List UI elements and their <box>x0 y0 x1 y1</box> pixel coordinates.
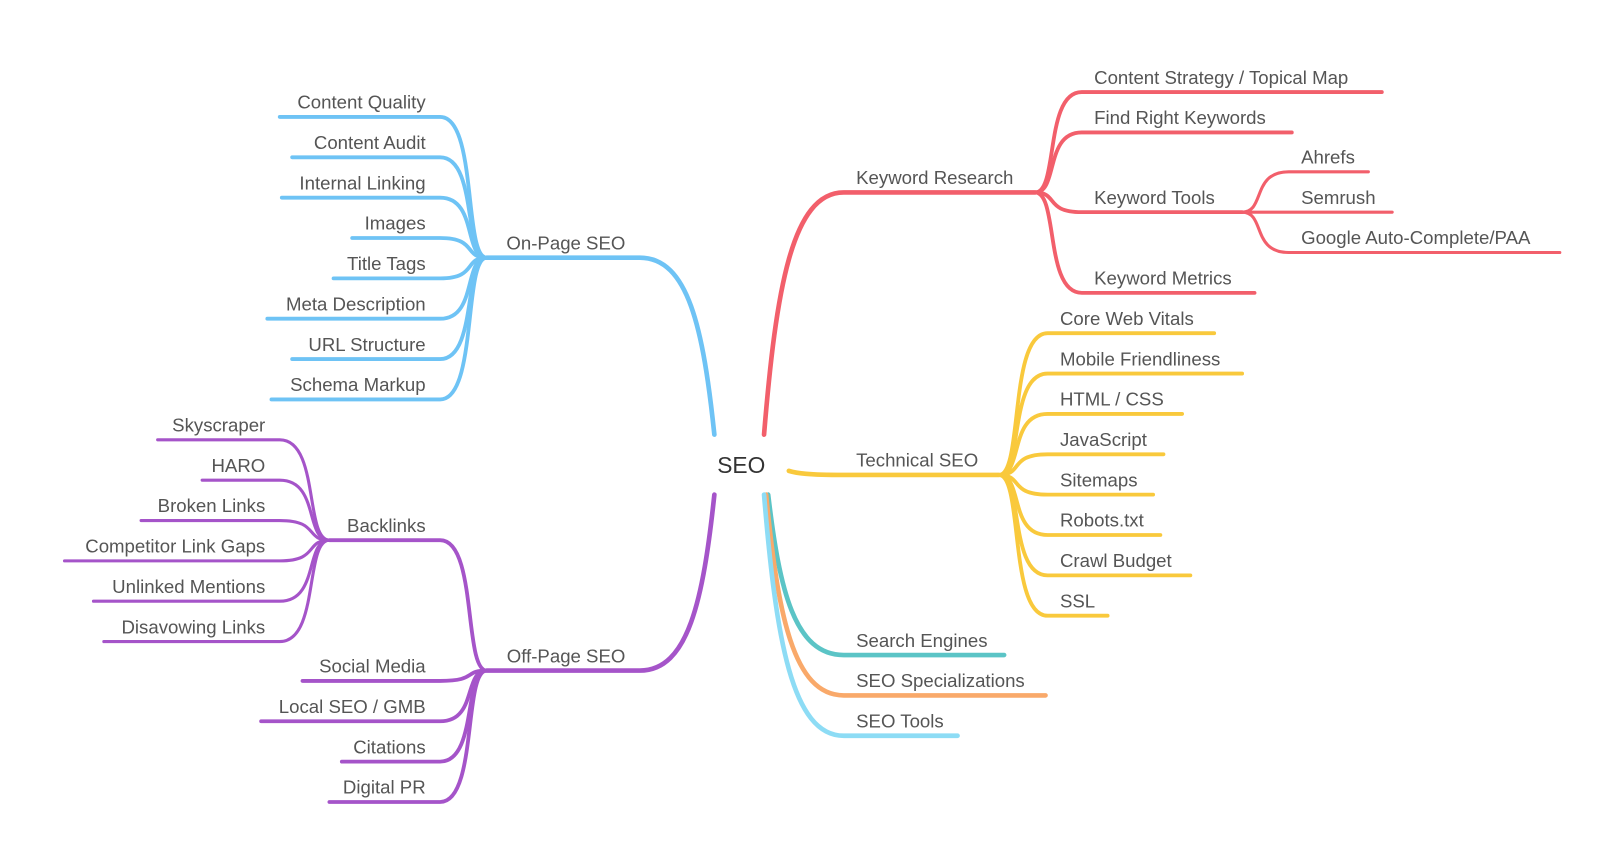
node-javascript[interactable]: JavaScript <box>1060 429 1148 450</box>
node-title-tags[interactable]: Title Tags <box>347 253 426 274</box>
node-find-right-keywords[interactable]: Find Right Keywords <box>1094 107 1266 128</box>
label-layer: Keyword Research Content Strategy / Topic… <box>85 67 1531 798</box>
connector-schema-markup <box>269 255 489 402</box>
node-semrush[interactable]: Semrush <box>1301 187 1375 208</box>
node-off-page-seo[interactable]: Off-Page SEO <box>507 645 626 666</box>
node-robots-txt[interactable]: Robots.txt <box>1060 510 1145 531</box>
node-content-audit[interactable]: Content Audit <box>314 132 427 153</box>
node-skyscraper[interactable]: Skyscraper <box>172 415 265 436</box>
node-keyword-metrics[interactable]: Keyword Metrics <box>1094 268 1232 289</box>
connector-off-page-seo <box>484 492 717 673</box>
node-unlinked-mentions[interactable]: Unlinked Mentions <box>112 576 265 597</box>
connector-seo-specializations <box>763 492 1048 698</box>
node-technical-seo[interactable]: Technical SEO <box>856 450 978 471</box>
connector-seo-tools <box>761 492 960 739</box>
node-keyword-research[interactable]: Keyword Research <box>856 167 1013 188</box>
connector-disavowing-links <box>102 538 331 644</box>
node-content-strategy-topical-map[interactable]: Content Strategy / Topical Map <box>1094 67 1348 88</box>
node-local-seo-gmb[interactable]: Local SEO / GMB <box>279 696 426 717</box>
connector-find-right-keywords <box>1033 130 1294 195</box>
node-crawl-budget[interactable]: Crawl Budget <box>1060 550 1173 571</box>
connector-keyword-metrics <box>1033 190 1257 295</box>
node-keyword-tools[interactable]: Keyword Tools <box>1094 187 1215 208</box>
connector-ssl <box>997 473 1110 618</box>
node-google-auto-complete-paa[interactable]: Google Auto-Complete/PAA <box>1301 227 1531 248</box>
node-ahrefs[interactable]: Ahrefs <box>1301 147 1355 168</box>
node-html-css[interactable]: HTML / CSS <box>1060 389 1164 410</box>
connector-ahrefs <box>1240 170 1370 214</box>
node-content-quality[interactable]: Content Quality <box>297 92 426 113</box>
node-broken-links[interactable]: Broken Links <box>158 495 266 516</box>
node-images[interactable]: Images <box>365 213 426 234</box>
connector-internal-linking <box>279 195 489 260</box>
connector-search-engines <box>765 492 1007 658</box>
connector-skyscraper <box>156 438 331 542</box>
node-citations[interactable]: Citations <box>353 736 425 757</box>
node-core-web-vitals[interactable]: Core Web Vitals <box>1060 308 1194 329</box>
connector-layer <box>62 90 1562 804</box>
node-internal-linking[interactable]: Internal Linking <box>299 172 425 193</box>
connector-keyword-research <box>761 190 1038 437</box>
root-node-seo[interactable]: SEO <box>717 452 765 478</box>
connector-technical-seo <box>786 468 1002 478</box>
node-meta-description[interactable]: Meta Description <box>286 293 426 314</box>
node-disavowing-links[interactable]: Disavowing Links <box>121 616 265 637</box>
node-digital-pr[interactable]: Digital PR <box>343 777 426 798</box>
node-haro[interactable]: HARO <box>211 455 265 476</box>
connector-digital-pr <box>327 668 489 804</box>
node-ssl[interactable]: SSL <box>1060 590 1095 611</box>
connector-html-css <box>997 412 1185 477</box>
node-social-media[interactable]: Social Media <box>319 656 426 677</box>
connector-keyword-tools <box>1033 190 1245 215</box>
node-competitor-link-gaps[interactable]: Competitor Link Gaps <box>85 536 265 557</box>
connector-on-page-seo <box>484 255 717 437</box>
node-mobile-friendliness[interactable]: Mobile Friendliness <box>1060 348 1220 369</box>
node-seo-tools[interactable]: SEO Tools <box>856 710 944 731</box>
node-seo-specializations[interactable]: SEO Specializations <box>856 670 1025 691</box>
connector-google-auto-complete-paa <box>1240 210 1562 255</box>
node-on-page-seo[interactable]: On-Page SEO <box>506 232 625 253</box>
node-schema-markup[interactable]: Schema Markup <box>290 374 426 395</box>
node-url-structure[interactable]: URL Structure <box>308 334 425 355</box>
connector-haro <box>200 478 331 542</box>
connector-backlinks <box>327 538 489 673</box>
node-search-engines[interactable]: Search Engines <box>856 630 987 651</box>
node-sitemaps[interactable]: Sitemaps <box>1060 469 1138 490</box>
node-backlinks[interactable]: Backlinks <box>347 515 426 536</box>
